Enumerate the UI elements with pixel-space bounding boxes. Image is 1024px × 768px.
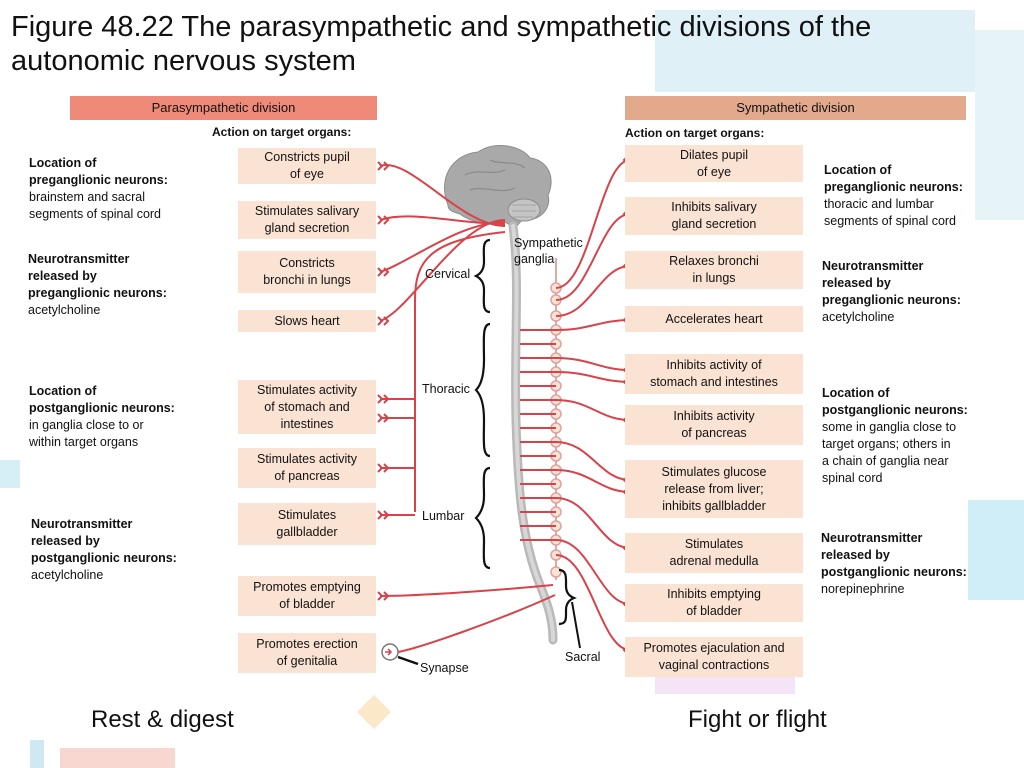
- parasympathetic-nerves: [377, 161, 556, 653]
- symp-action-bronchi: Relaxes bronchi in lungs: [625, 251, 803, 289]
- symp-postganglionic: [555, 319, 631, 331]
- symp-postganglionic: [555, 539, 631, 605]
- symp-note-preganglionic-neurotransmitter: Neurotransmitter released by preganglion…: [822, 259, 961, 324]
- para-action-pancreas: Stimulates activity of pancreas: [238, 448, 376, 488]
- para-synapse-mark: [377, 394, 390, 404]
- para-synapse-mark: [377, 591, 390, 601]
- fight-or-flight-label: Fight or flight: [688, 706, 827, 733]
- para-note-postganglionic-neurotransmitter: Neurotransmitter released by postganglio…: [31, 517, 177, 582]
- symp-action-heart: Accelerates heart: [625, 306, 803, 332]
- symp-postganglionic: [555, 371, 631, 383]
- para-action-salivary: Stimulates salivary gland secretion: [238, 201, 376, 239]
- para-synapse-mark: [377, 161, 390, 171]
- symp-postganglionic: [555, 497, 631, 549]
- symp-action-stomach: Inhibits activity of stomach and intesti…: [625, 354, 803, 394]
- para-synapse-mark: [377, 510, 390, 520]
- sacral-nerve: [379, 584, 554, 597]
- background-decoration-bottom-left: [30, 740, 44, 768]
- sacral-nerve: [397, 594, 556, 653]
- symp-postganglionic: [555, 265, 631, 317]
- background-decoration-top-right: [655, 10, 975, 92]
- symp-action-adrenal: Stimulates adrenal medulla: [625, 533, 803, 573]
- para-note-postganglionic-location: Location of postganglionic neurons:in ga…: [29, 384, 175, 449]
- symp-action-bladder: Inhibits emptying of bladder: [625, 584, 803, 622]
- label-sacral: Sacral: [565, 650, 601, 664]
- vagus-nerve: [414, 231, 506, 512]
- synapse-icon: [381, 643, 419, 666]
- label-synapse: Synapse: [420, 661, 469, 675]
- sympathetic-header: Sympathetic division: [625, 96, 966, 120]
- ganglion: [550, 566, 562, 578]
- symp-postganglionic: [555, 159, 631, 289]
- figure-title: Figure 48.22 The parasympathetic and sym…: [11, 11, 872, 77]
- background-decoration-bottom-bar: [60, 748, 175, 768]
- symp-postganglionic: [555, 441, 631, 481]
- spinal-cord: [508, 221, 558, 645]
- symp-postganglionic: [555, 554, 631, 651]
- para-action-genitalia: Promotes erection of genitalia: [238, 633, 376, 673]
- para-cranial-nerve: [379, 219, 506, 322]
- label-thoracic: Thoracic: [422, 382, 470, 396]
- background-decoration-right-lower: [968, 500, 1024, 600]
- parasympathetic-header: Parasympathetic division: [70, 96, 377, 120]
- symp-action-liver: Stimulates glucose release from liver; i…: [625, 460, 803, 518]
- parasympathetic-action-label: Action on target organs:: [212, 125, 352, 139]
- symp-postganglionic: [555, 357, 631, 371]
- region-brackets: [473, 238, 577, 626]
- symp-note-postganglionic-location: Location of postganglionic neurons:some …: [822, 386, 968, 485]
- brain-icon: [444, 144, 552, 229]
- label-sympathetic-ganglia: Sympathetic ganglia: [514, 236, 583, 266]
- rest-and-digest-label: Rest & digest: [91, 706, 234, 733]
- para-synapse-mark: [377, 316, 390, 326]
- symp-note-preganglionic-location: Location of preganglionic neurons:thorac…: [824, 163, 963, 228]
- background-decoration-left-edge: [0, 460, 20, 488]
- para-note-preganglionic-neurotransmitter: Neurotransmitter released by preganglion…: [28, 252, 167, 317]
- background-decoration-right-strip: [975, 30, 1024, 220]
- symp-action-ejaculation: Promotes ejaculation and vaginal contrac…: [625, 637, 803, 677]
- sympathetic-action-label: Action on target organs:: [625, 126, 765, 140]
- para-action-bronchi: Constricts bronchi in lungs: [238, 251, 376, 293]
- symp-postganglionic: [555, 213, 631, 301]
- para-action-heart: Slows heart: [238, 310, 376, 332]
- symp-action-pupil: Dilates pupil of eye: [625, 145, 803, 182]
- label-cervical: Cervical: [425, 267, 471, 281]
- symp-postganglionic: [555, 399, 631, 421]
- symp-note-postganglionic-neurotransmitter: Neurotransmitter released by postganglio…: [821, 531, 967, 596]
- para-action-pupil: Constricts pupil of eye: [238, 148, 376, 184]
- para-action-stomach: Stimulates activity of stomach and intes…: [238, 380, 376, 434]
- para-note-preganglionic-location: Location of preganglionic neurons:brains…: [29, 156, 168, 221]
- symp-postganglionic: [555, 469, 631, 493]
- para-synapse-mark: [377, 463, 390, 473]
- para-synapse-mark: [377, 267, 390, 277]
- para-synapse-mark: [377, 215, 390, 225]
- label-lumbar: Lumbar: [422, 509, 465, 523]
- para-synapse-mark: [377, 413, 390, 423]
- symp-action-salivary: Inhibits salivary gland secretion: [625, 197, 803, 235]
- para-action-bladder: Promotes emptying of bladder: [238, 576, 376, 616]
- symp-action-pancreas: Inhibits activity of pancreas: [625, 405, 803, 445]
- para-action-gallbladder: Stimulates gallbladder: [238, 503, 376, 545]
- sacral-pointer: [571, 601, 581, 649]
